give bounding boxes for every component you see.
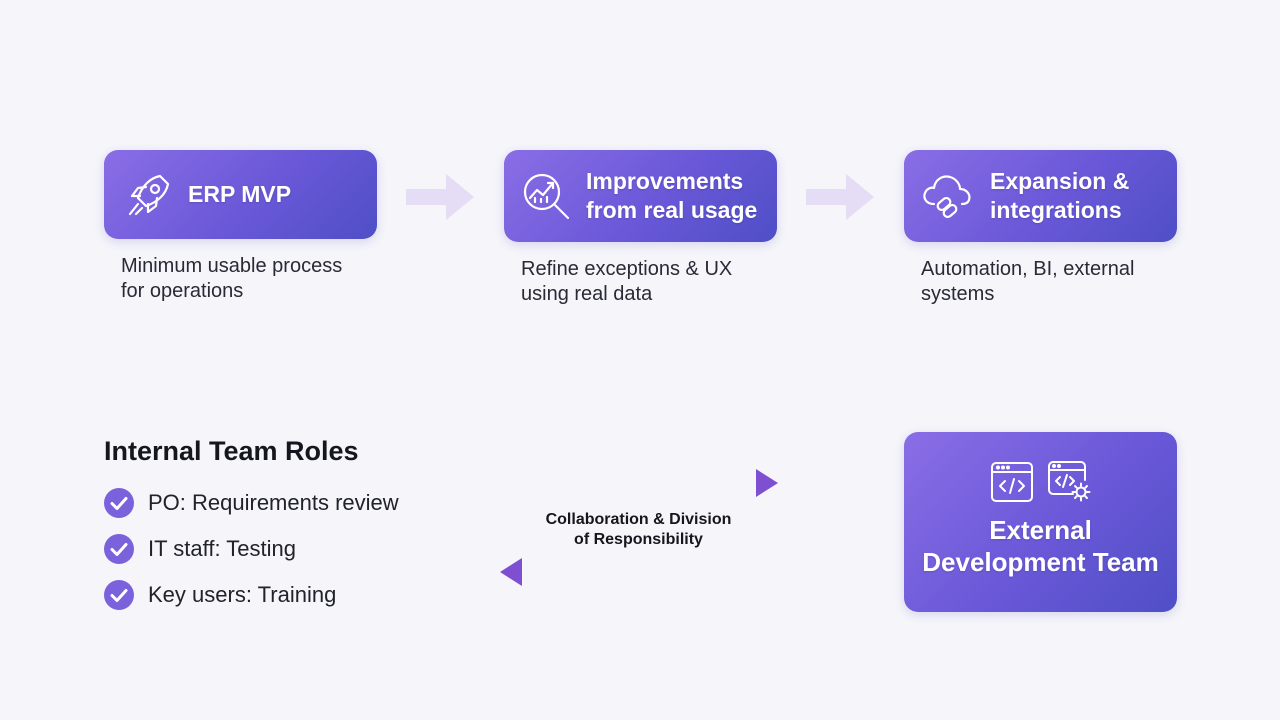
analytics-magnifier-icon xyxy=(520,170,572,227)
stage-title: Improvements from real usage xyxy=(586,168,758,223)
flow-arrow-icon xyxy=(406,174,474,220)
external-team-title: External Development Team xyxy=(922,515,1159,577)
role-label: Key users: Training xyxy=(148,582,337,607)
flow-arrow-icon xyxy=(806,174,874,220)
code-settings-icon xyxy=(1048,461,1091,502)
stage-card-erp-mvp: ERP MVP xyxy=(104,150,377,239)
role-item: PO: Requirements review xyxy=(104,488,399,518)
stage-title: Expansion & integrations xyxy=(990,168,1130,223)
internal-team-title: Internal Team Roles xyxy=(104,436,359,466)
arrow-left-icon xyxy=(500,558,778,586)
stage-title: ERP MVP xyxy=(188,181,292,207)
rocket-icon xyxy=(124,170,174,225)
check-circle-icon xyxy=(104,580,134,610)
external-team-card: External Development Team xyxy=(904,432,1177,612)
role-item: IT staff: Testing xyxy=(104,534,296,564)
stage-description: Minimum usable process for operations xyxy=(121,255,343,302)
stage-description: Automation, BI, external systems xyxy=(921,258,1135,305)
stage-card-expansion: Expansion & integrations xyxy=(904,150,1177,242)
check-circle-icon xyxy=(104,488,134,518)
code-window-icon xyxy=(991,462,1033,502)
arrow-right-icon xyxy=(500,469,778,497)
role-label: PO: Requirements review xyxy=(148,490,399,515)
collaboration-label: Collaboration & Division of Responsibili… xyxy=(545,511,732,548)
check-circle-icon xyxy=(104,534,134,564)
stage-description: Refine exceptions & UX using real data xyxy=(521,258,733,305)
cloud-link-icon xyxy=(920,170,974,227)
role-item: Key users: Training xyxy=(104,580,336,610)
stage-card-improvements: Improvements from real usage xyxy=(504,150,777,242)
role-label: IT staff: Testing xyxy=(148,536,296,561)
